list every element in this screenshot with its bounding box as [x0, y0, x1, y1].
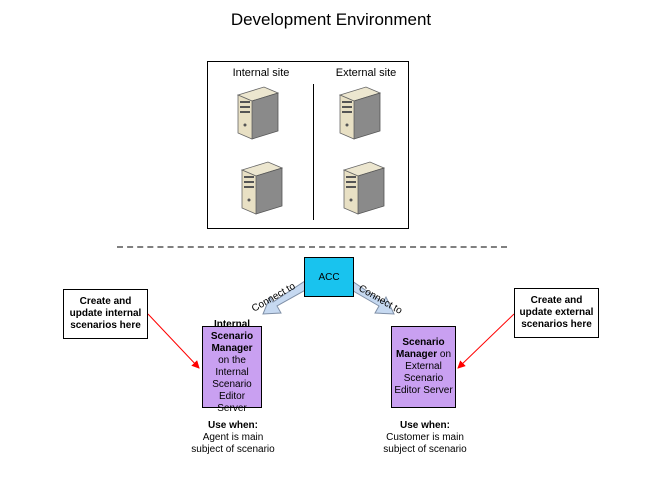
external-scenario-manager: Scenario Manager on External Scenario Ed…: [391, 326, 456, 408]
diagram-title: Development Environment: [230, 10, 432, 29]
server-icon: [236, 86, 280, 140]
internal-manager-rest: on the Internal Scenario Editor Server: [212, 355, 252, 414]
external-site-label: External site: [335, 67, 397, 79]
red-arrow-right: [457, 313, 515, 369]
use-when-external-heading: Use when:: [399, 420, 450, 431]
server-icon: [240, 161, 284, 215]
external-manager-rest: on External Scenario Editor Server: [394, 349, 453, 396]
internal-manager-bold: Internal Scenario Manager: [210, 319, 254, 354]
connect-arrow-left: [262, 280, 310, 315]
acc-box: ACC: [304, 257, 354, 297]
external-manager-bold: Scenario Manager: [395, 337, 445, 360]
use-when-external-text: Customer is main subject of scenario: [383, 432, 467, 455]
internal-site-label: Internal site: [232, 67, 290, 79]
use-when-internal: Use when: Agent is main subject of scena…: [188, 420, 278, 456]
server-icon: [342, 161, 386, 215]
use-when-external: Use when: Customer is main subject of sc…: [380, 420, 470, 456]
internal-scenario-manager: Internal Scenario Manager on the Interna…: [202, 319, 262, 414]
site-divider: [313, 84, 314, 220]
use-when-internal-text: Agent is main subject of scenario: [191, 432, 275, 455]
server-icon: [338, 86, 382, 140]
note-internal: Create and update internal scenarios her…: [63, 289, 148, 339]
use-when-internal-heading: Use when:: [207, 420, 258, 431]
red-arrow-left: [147, 313, 200, 369]
dashed-divider: [117, 246, 507, 248]
note-external: Create and update external scenarios her…: [514, 288, 599, 338]
